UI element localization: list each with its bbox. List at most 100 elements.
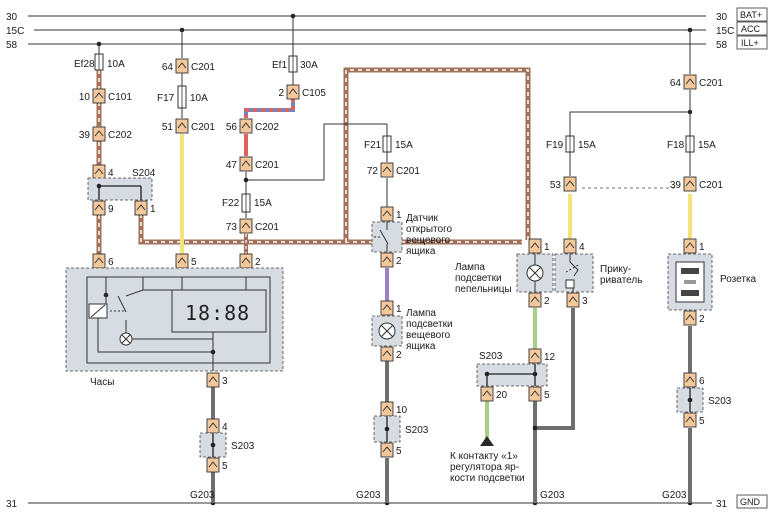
- connector-c105-2-pin: 2: [278, 88, 284, 99]
- dimmer-arrow-icon: [480, 436, 494, 446]
- dimmer-note: К контакту «1» регулятора яр- кости подс…: [450, 451, 525, 484]
- pin-ashtray-1: 1: [528, 238, 550, 254]
- rail-15c-left-label: 15C: [6, 26, 24, 37]
- connector-c101-10: 10 C101: [79, 88, 132, 104]
- pin-s203-clock-5: 5: [206, 457, 228, 473]
- pin-s203-mid-12-pin: 12: [544, 352, 556, 363]
- pin-clock-3-pin: 3: [222, 376, 228, 387]
- connector-c201-73: 73 C201: [226, 218, 279, 234]
- pin-s204-1: 1: [134, 200, 156, 216]
- connector-c201-47-pin: 47: [226, 160, 238, 171]
- pin-ashtray-1-pin: 1: [544, 242, 550, 253]
- fuse-f17: F17 10A: [157, 85, 208, 109]
- fuse-ef1-rating: 30A: [300, 60, 318, 71]
- fuse-f21-name: F21: [364, 140, 382, 151]
- fuse-f22-name: F22: [222, 198, 240, 209]
- fuse-f22: F22 15A: [222, 193, 272, 213]
- lighter-line2: риватель: [600, 275, 642, 286]
- pin-glove-lamp-1: 1: [380, 300, 402, 316]
- pin-s203-socket-6-pin: 6: [699, 376, 705, 387]
- rail-15c-tag: ACC: [741, 24, 761, 34]
- ground-g203-4: G203: [662, 490, 687, 501]
- connector-c105-2-label: C105: [302, 88, 326, 99]
- rail-31-right-label: 31: [716, 499, 728, 510]
- connector-c201-39-pin: 39: [670, 180, 682, 191]
- pin-socket-2: 2: [683, 310, 705, 326]
- connector-c201-51-label: C201: [191, 122, 215, 133]
- connector-c201-73-pin: 73: [226, 222, 238, 233]
- pin-s204-9: 9: [92, 200, 114, 216]
- splice-s204: S204: [87, 168, 156, 201]
- glove-box-lamp: Лампа подсветки вещевого ящика: [371, 308, 453, 352]
- pin-s203-mid-5: 5: [528, 386, 550, 402]
- fuse-ef28: Ef28 10A: [74, 53, 125, 71]
- fuse-f19-name: F19: [546, 140, 564, 151]
- pin-ashtray-2-pin: 2: [544, 296, 550, 307]
- splice-s203-mid: S203: [476, 351, 548, 387]
- pin-clock-5: 5: [175, 253, 197, 269]
- glove-lamp-line2: подсветки: [406, 319, 453, 330]
- pin-glove-lamp-1-pin: 1: [396, 304, 402, 315]
- glove-switch-line1: Датчик: [406, 213, 438, 224]
- fuse-f18: F18 15A: [667, 135, 716, 153]
- lighter-line1: Прику-: [600, 264, 631, 275]
- clock-label: Часы: [90, 377, 114, 388]
- glove-switch-line2: открытого: [406, 224, 453, 235]
- connector-c201-72-label: C201: [396, 166, 420, 177]
- pin-lighter-4: 4: [563, 238, 585, 254]
- ashtray-lamp: Лампа подсветки пепельницы: [455, 253, 554, 295]
- connector-c201-73-label: C201: [255, 222, 279, 233]
- ground-g203-2: G203: [356, 490, 381, 501]
- glove-lamp-line4: ящика: [406, 341, 436, 352]
- connector-c202-39-label: C202: [108, 130, 132, 141]
- fuse-f21: F21 15A: [364, 135, 413, 153]
- fuse-f17-name: F17: [157, 93, 175, 104]
- fuse-ef1: Ef1 30A: [272, 55, 318, 73]
- pin-s204-1-pin: 1: [150, 204, 156, 215]
- fuse-f18-rating: 15A: [698, 140, 716, 151]
- power-socket: Розетка: [667, 253, 757, 311]
- rail-58-right-label: 58: [716, 40, 728, 51]
- pin-s203-mid-5-pin: 5: [544, 390, 550, 401]
- glove-lamp-line3: вещевого: [406, 330, 451, 341]
- splice-s203-socket-label: S203: [708, 396, 732, 407]
- pin-s203-glove-10-pin: 10: [396, 405, 408, 416]
- splice-s203-clock-label: S203: [231, 441, 255, 452]
- fuse-f21-rating: 15A: [395, 140, 413, 151]
- rail-58-tag: ILL+: [741, 38, 759, 48]
- clock-unit: 18:88 Часы: [65, 267, 284, 388]
- pin-clock-6-pin: 6: [108, 257, 114, 268]
- fuse-f19-rating: 15A: [578, 140, 596, 151]
- pin-clock-5-pin: 5: [191, 257, 197, 268]
- splice-s204-label: S204: [132, 168, 156, 179]
- connector-c105-2: 2 C105: [278, 84, 326, 100]
- rail-30: 30 30 BAT+: [6, 7, 768, 23]
- glove-switch-line3: вещевого: [406, 235, 451, 246]
- connector-c101-10-label: C101: [108, 92, 132, 103]
- fuse-ef28-name: Ef28: [74, 59, 95, 70]
- connector-c202-39-pin: 39: [79, 130, 91, 141]
- pin-s203-clock-4-pin: 4: [222, 422, 228, 433]
- pin-s203-clock-4: 4: [206, 418, 228, 434]
- pin-s203-glove-5-pin: 5: [396, 446, 402, 457]
- connector-c201-64-right-label: C201: [699, 78, 723, 89]
- ashtray-lamp-line3: пепельницы: [455, 284, 512, 295]
- dimmer-note-line1: К контакту «1»: [450, 451, 518, 462]
- connector-c101-10-pin: 10: [79, 92, 91, 103]
- pin-s203-clock-5-pin: 5: [222, 461, 228, 472]
- pin-lighter-4-pin: 4: [579, 242, 585, 253]
- splice-s203-socket: S203: [676, 387, 732, 413]
- pin-lighter-3-pin: 3: [582, 296, 588, 307]
- fuse-f17-rating: 10A: [190, 93, 208, 104]
- splice-s203-glove: S203: [373, 415, 429, 443]
- pin-s204-top: 4: [92, 164, 114, 180]
- ground-labels: G203 G203 G203 G203: [190, 490, 687, 501]
- pin-s203-socket-5-pin: 5: [699, 416, 705, 427]
- pin-s203-glove-10: 10: [380, 401, 408, 417]
- pin-clock-2: 2: [239, 253, 261, 269]
